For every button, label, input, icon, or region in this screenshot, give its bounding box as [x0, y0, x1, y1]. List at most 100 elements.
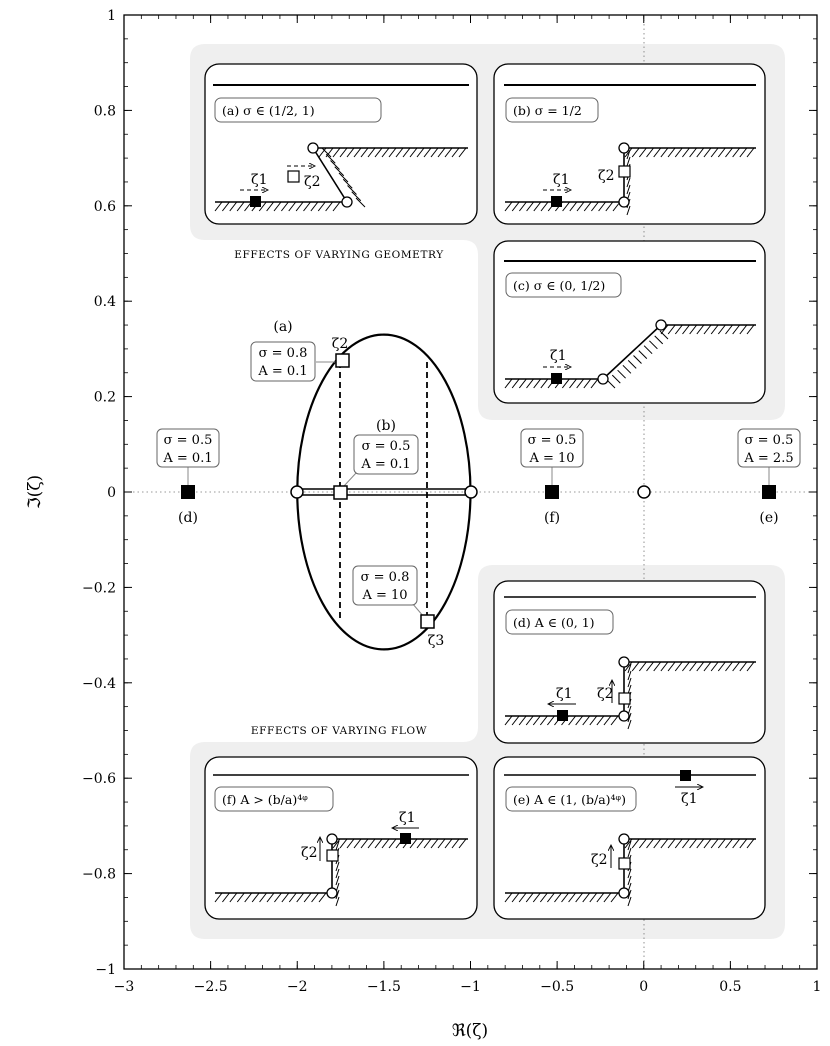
left-endpoint-marker — [290, 485, 304, 499]
y-tick-label: −0.8 — [82, 867, 116, 883]
wall-hatch — [519, 201, 527, 212]
right-endpoint-marker — [464, 485, 478, 499]
wall-hatch — [624, 661, 633, 672]
x-tick-label: −1 — [460, 979, 481, 995]
wall-hatch — [273, 201, 282, 212]
y-tick-label: 1 — [107, 8, 116, 24]
wall-hatch — [303, 892, 312, 903]
wall-hatch — [596, 892, 605, 903]
point-f-marker — [545, 485, 559, 499]
wall-hatch — [214, 892, 223, 903]
wall-hatch — [638, 838, 647, 849]
wall-hatch — [311, 892, 319, 903]
wall-hatch — [360, 147, 369, 158]
panel-f-label: (f) A > (b/a)⁴ᵠ — [222, 792, 308, 807]
y-tick-label: 0.4 — [94, 294, 116, 310]
wall-hatch — [325, 201, 334, 212]
wall-hatch — [703, 838, 712, 849]
wall-hatch — [409, 838, 418, 849]
wall-hatch — [603, 892, 612, 903]
wall-hatch — [274, 892, 282, 903]
wall-hatch — [511, 378, 520, 389]
wall-hatch — [660, 147, 669, 158]
wall-hatch — [526, 201, 534, 212]
wall-hatch — [667, 838, 676, 849]
wall-hatch — [409, 147, 418, 158]
label-f: (f) — [544, 510, 560, 526]
wall-hatch — [589, 715, 598, 726]
wall-hatch — [627, 896, 632, 907]
x-tick-label: 0 — [639, 979, 648, 995]
wall-hatch — [525, 892, 534, 903]
wall-hatch — [689, 838, 697, 849]
panel-b-zeta1: ζ1 — [553, 172, 570, 188]
wall-hatch — [703, 661, 712, 672]
wall-hatch — [504, 715, 513, 726]
wall-hatch — [332, 838, 341, 849]
wall-hatch — [458, 147, 467, 158]
wall-hatch — [732, 838, 741, 849]
wall-hatch — [229, 892, 238, 903]
wall-hatch — [416, 838, 425, 849]
wall-hatch — [388, 147, 397, 158]
label-zeta3: ζ3 — [428, 633, 445, 649]
y-axis-label: ℑ(ζ) — [25, 475, 45, 509]
wall-hatch — [605, 201, 614, 212]
wall-hatch — [318, 892, 327, 903]
panel-e-zeta1: ζ1 — [681, 791, 698, 807]
wall-hatch — [746, 838, 755, 849]
x-tick-label: −2.5 — [194, 979, 228, 995]
wall-hatch — [561, 892, 569, 903]
x-axis-label: ℜ(ζ) — [452, 1021, 488, 1041]
wall-hatch — [437, 147, 446, 158]
wall-hatch — [360, 838, 369, 849]
wall-hatch — [682, 147, 690, 158]
param-zeta3-sigma: σ = 0.8 — [361, 570, 410, 585]
panel-e-label: (e) A ∈ (1, (b/a)⁴ᵠ) — [513, 792, 626, 807]
point-a-marker — [335, 353, 350, 368]
wall-hatch — [627, 663, 632, 674]
wall-hatch — [236, 892, 245, 903]
x-tick-label: −1.5 — [367, 979, 401, 995]
wall-hatch — [624, 147, 633, 158]
wall-hatch — [710, 838, 719, 849]
wall-hatch — [532, 715, 541, 726]
panel-f-zeta2: ζ2 — [301, 845, 318, 861]
wall-hatch — [674, 147, 683, 158]
x-tick-label: −3 — [114, 979, 135, 995]
panel-b-zeta2: ζ2 — [598, 168, 615, 184]
wall-hatch — [611, 374, 621, 384]
wall-hatch — [717, 838, 726, 849]
wall-hatch — [631, 661, 640, 672]
wall-hatch — [335, 889, 340, 900]
axis-ticks — [123, 14, 818, 970]
wall-hatch — [351, 191, 362, 202]
wall-hatch — [717, 324, 726, 335]
x-tick-label: 0.5 — [719, 979, 741, 995]
wall-hatch — [568, 892, 576, 903]
param-b-sigma: σ = 0.5 — [362, 439, 411, 454]
wall-hatch — [626, 156, 631, 167]
wall-hatch — [525, 715, 534, 726]
label-zeta2: ζ2 — [332, 336, 349, 352]
wall-hatch — [437, 838, 446, 849]
wall-hatch — [423, 147, 432, 158]
wall-hatch — [682, 838, 690, 849]
param-a-A: A = 0.1 — [257, 364, 307, 379]
wall-hatch — [627, 868, 632, 879]
wall-hatch — [504, 201, 513, 212]
param-d-sigma: σ = 0.5 — [164, 433, 213, 448]
wall-hatch — [627, 840, 632, 851]
panel-d-label: (d) A ∈ (0, 1) — [513, 615, 595, 630]
wall-hatch — [660, 324, 669, 335]
wall-hatch — [725, 147, 733, 158]
wall-hatch — [504, 892, 513, 903]
wall-hatch — [547, 715, 555, 726]
wall-hatch — [725, 324, 733, 335]
x-tick-label: −0.5 — [540, 979, 574, 995]
wall-hatch — [696, 838, 705, 849]
wall-hatch — [353, 147, 362, 158]
label-a: (a) — [273, 319, 292, 335]
geometry-group-title: EFFECTS OF VARYING GEOMETRY — [234, 249, 444, 261]
wall-hatch — [659, 330, 669, 340]
